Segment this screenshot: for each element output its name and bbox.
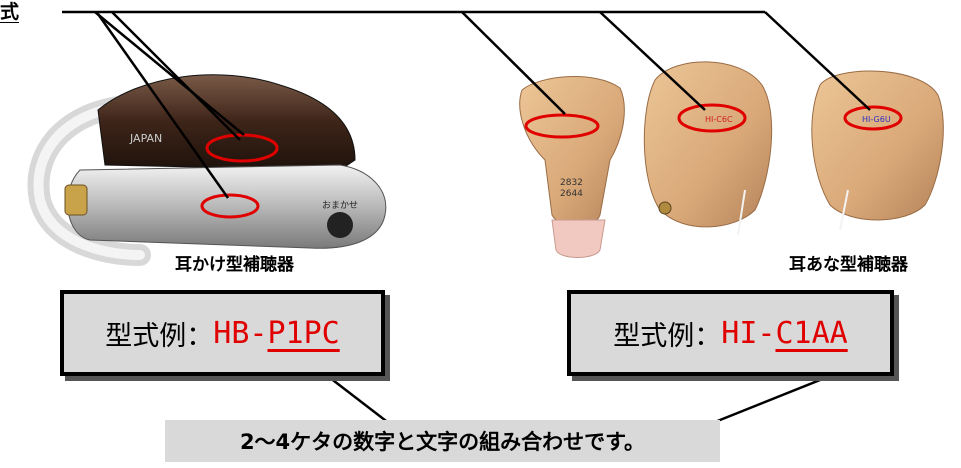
bte-hearing-aid-photo: JAPAN おまかせ [27, 74, 387, 266]
model-code-suffix: P1PC [267, 315, 340, 351]
model-code: HI-C1AA [721, 316, 847, 351]
heading-fragment: 式 [0, 1, 20, 23]
model-label: 型式例： [613, 320, 722, 352]
model-label: 型式例： [105, 320, 214, 352]
ite2-highlight [677, 103, 747, 133]
bte-highlight-lower [200, 193, 260, 219]
ite1-highlight [524, 113, 600, 139]
caption-bte: 耳かけ型補聴器 [175, 255, 294, 275]
ite-device-3 [811, 70, 944, 221]
ite3-highlight [843, 105, 903, 131]
ite3-marking: HI-G6U [862, 115, 891, 124]
dark-shell [97, 74, 356, 171]
model-example-bte: 型式例： HB-P1PC [60, 290, 385, 376]
model-code-prefix: HI- [721, 315, 776, 351]
note-box: 2～4ケタの数字と文字の組み合わせです。 [165, 420, 720, 462]
model-code-prefix: HB- [213, 315, 268, 351]
bte-brand-text: JAPAN [129, 132, 162, 145]
leader-note-b [699, 372, 836, 430]
model-code-suffix: C1AA [775, 315, 848, 351]
ite-device-1 [519, 75, 625, 227]
model-example-ite: 型式例： HI-C1AA [567, 290, 894, 376]
leader-note-a [324, 373, 391, 425]
caption-ite: 耳あな型補聴器 [789, 255, 908, 275]
ite2-marking: HI-C6C [705, 115, 733, 124]
bte-button-label: おまかせ [322, 200, 358, 211]
model-code: HB-P1PC [213, 316, 339, 351]
